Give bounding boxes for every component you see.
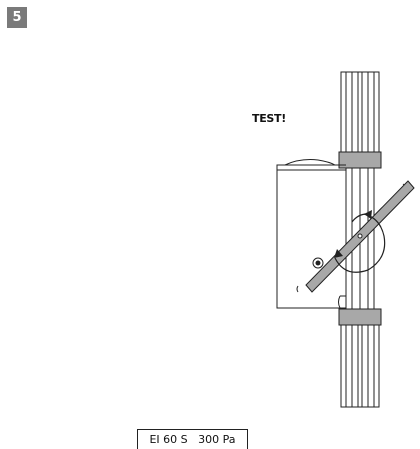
step-number-badge: 5 [7,7,27,28]
fire-rating-label: EI 60 S 300 Pa [137,429,248,449]
test-label: TEST! [252,112,286,125]
upper-shaft-profile [340,71,380,153]
rotation-arrow [334,210,386,273]
upper-collar [338,151,382,169]
damper-housing [276,159,346,309]
housing-mark [296,285,299,293]
damper-handle [305,180,415,293]
lower-shaft-profile [340,324,380,408]
housing-screw [312,257,324,269]
lower-collar [338,308,382,326]
